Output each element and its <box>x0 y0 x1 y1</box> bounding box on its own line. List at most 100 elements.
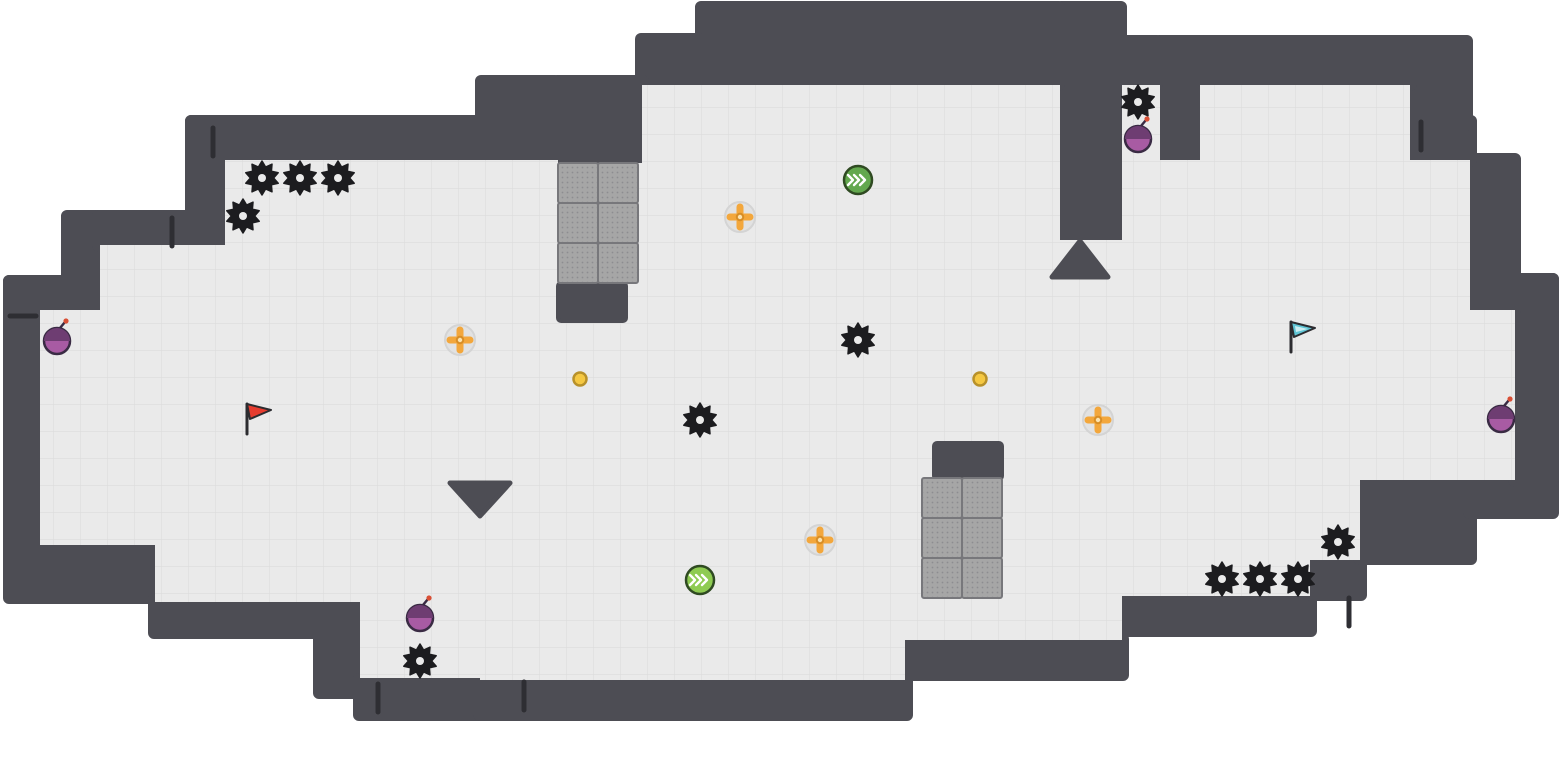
boost-chevron <box>700 573 709 587</box>
bomb-cap <box>44 328 70 341</box>
gold-cross-center <box>1093 415 1103 425</box>
bomb[interactable] <box>1123 116 1153 154</box>
boost-chevron <box>694 573 703 587</box>
saw-hub <box>1294 575 1302 583</box>
wedge-down <box>447 480 513 519</box>
gold-cross-center <box>735 212 745 222</box>
saw-hub <box>416 657 424 665</box>
boost-chevron <box>846 173 855 187</box>
saw-hub <box>1334 538 1342 546</box>
saw-hub <box>1218 575 1226 583</box>
textured-block-group <box>557 162 639 284</box>
boost-pad[interactable] <box>842 164 874 196</box>
wall-block <box>473 673 913 721</box>
saw-blade[interactable] <box>1121 84 1155 120</box>
saw-hub <box>854 336 862 344</box>
boost-chevron <box>852 173 861 187</box>
walls-layer <box>3 1 1559 721</box>
bomb-spark <box>1507 396 1513 402</box>
saw-blade[interactable] <box>245 160 279 196</box>
saw-blade[interactable] <box>683 402 717 438</box>
gold-cross-center <box>815 535 825 545</box>
saw-blade[interactable] <box>1281 561 1315 597</box>
bomb-cap <box>1488 406 1514 419</box>
saw-blade[interactable] <box>226 198 260 234</box>
saw-blade[interactable] <box>321 160 355 196</box>
gold-cross[interactable] <box>804 524 836 556</box>
textured-block[interactable] <box>597 162 639 204</box>
flag-stripe <box>1295 326 1308 332</box>
floor-region <box>480 160 558 680</box>
saw-hub <box>1256 575 1264 583</box>
bomb-cap <box>407 605 433 618</box>
bomb-fuse <box>1502 398 1511 408</box>
red-flag[interactable] <box>245 402 272 436</box>
bomb-spark <box>426 595 432 601</box>
saw-hub <box>1134 98 1142 106</box>
saw-hub <box>334 174 342 182</box>
textured-block[interactable] <box>557 242 599 284</box>
floor-region <box>1060 240 1122 640</box>
gold-cross[interactable] <box>444 324 476 356</box>
bomb[interactable] <box>42 318 72 356</box>
bomb[interactable] <box>1486 396 1516 434</box>
floor-region <box>40 310 480 545</box>
bomb-fuse <box>421 597 430 607</box>
wall-block <box>3 538 167 604</box>
wall-block <box>1055 1 1127 247</box>
bomb-cap <box>1125 126 1151 139</box>
textured-block-group <box>921 477 1003 599</box>
bomb-fuse <box>1139 118 1148 128</box>
wall-block <box>695 1 1065 91</box>
textured-block[interactable] <box>961 557 1003 599</box>
terrain-block <box>932 441 1004 481</box>
bomb[interactable] <box>405 595 435 633</box>
textured-block[interactable] <box>921 477 963 519</box>
textured-block[interactable] <box>961 477 1003 519</box>
saw-hub <box>296 174 304 182</box>
gold-cross-center <box>455 335 465 345</box>
wedge-up <box>1049 238 1111 280</box>
wall-block <box>1115 589 1317 637</box>
bomb-fuse <box>58 320 67 330</box>
gold-cross[interactable] <box>724 201 756 233</box>
wall-block <box>1353 473 1477 565</box>
coin[interactable] <box>972 371 988 387</box>
saw-hub <box>258 174 266 182</box>
textured-block[interactable] <box>597 202 639 244</box>
saw-blade[interactable] <box>1243 561 1277 597</box>
textured-block[interactable] <box>921 557 963 599</box>
wall-block <box>475 75 561 167</box>
wall-block <box>1153 35 1207 167</box>
wall-block <box>898 633 1129 681</box>
boost-pad[interactable] <box>684 564 716 596</box>
textured-block[interactable] <box>961 517 1003 559</box>
saw-blade[interactable] <box>283 160 317 196</box>
textured-block[interactable] <box>557 202 599 244</box>
floor-region <box>100 245 480 310</box>
floor-region <box>155 545 480 602</box>
blue-flag[interactable] <box>1289 320 1316 354</box>
floor-region <box>1122 160 1470 480</box>
saw-blade[interactable] <box>1205 561 1239 597</box>
floor-region <box>1470 310 1515 480</box>
wall-block <box>551 75 649 169</box>
saw-blade[interactable] <box>841 322 875 358</box>
saw-blade[interactable] <box>403 643 437 679</box>
flag-pennant <box>246 403 272 420</box>
bomb-spark <box>1144 116 1150 122</box>
textured-block[interactable] <box>597 242 639 284</box>
textured-block[interactable] <box>921 517 963 559</box>
terrain-block <box>556 281 628 323</box>
wall-block <box>1463 153 1521 317</box>
coin[interactable] <box>572 371 588 387</box>
textured-block[interactable] <box>557 162 599 204</box>
saw-hub <box>696 416 704 424</box>
saw-hub <box>239 212 247 220</box>
wall-block <box>3 275 109 317</box>
gold-cross[interactable] <box>1082 404 1114 436</box>
saw-blade[interactable] <box>1321 524 1355 560</box>
wall-block <box>3 275 47 571</box>
